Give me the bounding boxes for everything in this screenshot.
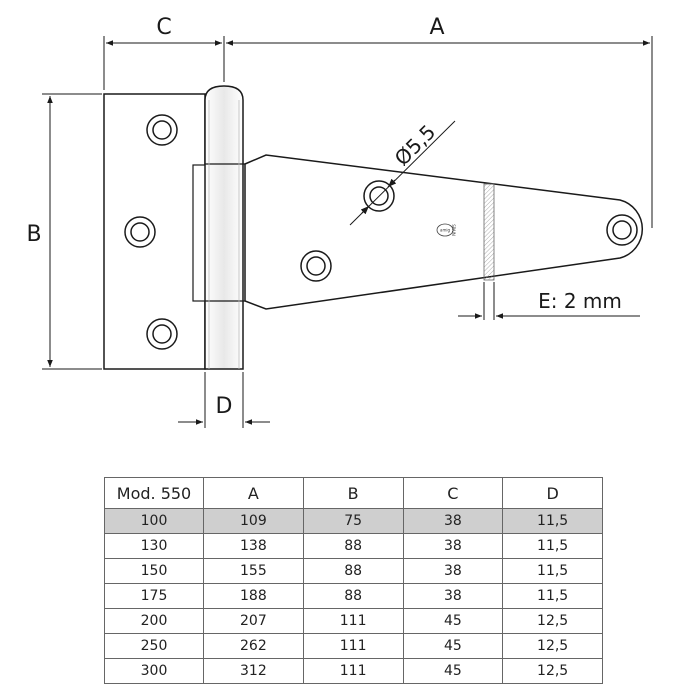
cell-d: 11,5 (502, 533, 603, 559)
cell-b: 111 (302, 633, 404, 659)
header-b: B (302, 477, 404, 509)
dimension-a: A (226, 15, 653, 228)
header-model: Mod. 550 (104, 477, 204, 509)
dimension-c: C (103, 15, 225, 90)
cell-b: 111 (302, 658, 404, 684)
cell-d: 12,5 (502, 608, 603, 634)
table-row: 300 312 111 45 12,5 (104, 658, 603, 684)
svg-text:C: C (156, 15, 171, 40)
plate-knuckle (192, 164, 207, 302)
svg-text:SPAIN: SPAIN (451, 224, 456, 236)
table-row: 200 207 111 45 12,5 (104, 608, 603, 634)
dimension-d: D (178, 372, 270, 428)
cell-a: 109 (203, 508, 304, 534)
cell-c: 45 (402, 608, 504, 634)
svg-text:amig: amig (440, 228, 450, 233)
cell-model: 130 (104, 533, 204, 559)
table-row: 130 138 88 38 11,5 (104, 533, 603, 559)
cell-a: 188 (203, 583, 304, 609)
cell-b: 88 (302, 558, 404, 584)
cell-a: 138 (203, 533, 304, 559)
table-row: 250 262 111 45 12,5 (104, 633, 603, 659)
cell-model: 150 (104, 558, 204, 584)
table-row: 175 188 88 38 11,5 (104, 583, 603, 609)
cell-model: 175 (104, 583, 204, 609)
brand-logo: amig SPAIN (436, 223, 456, 237)
cell-model: 300 (104, 658, 204, 684)
plate-hole-top (146, 114, 178, 146)
cell-a: 207 (203, 608, 304, 634)
cell-model: 200 (104, 608, 204, 634)
cell-c: 38 (402, 558, 504, 584)
cell-c: 38 (402, 583, 504, 609)
hinge-drawing: amig SPAIN Ø5,5 C A B D (26, 15, 653, 428)
cell-a: 155 (203, 558, 304, 584)
strap-hole-end (606, 214, 638, 246)
cell-c: 45 (402, 658, 504, 684)
dimension-e: E: 2 mm (458, 282, 640, 320)
svg-text:A: A (429, 15, 444, 40)
header-c: C (402, 477, 504, 509)
cell-d: 11,5 (502, 583, 603, 609)
cell-b: 88 (302, 583, 404, 609)
header-d: D (502, 477, 603, 509)
cell-model: 250 (104, 633, 204, 659)
cell-a: 262 (203, 633, 304, 659)
plate-hole-middle (124, 216, 156, 248)
dimension-b: B (26, 93, 102, 370)
table-row: 100 109 75 38 11,5 (104, 508, 603, 534)
cell-d: 11,5 (502, 508, 603, 534)
cell-d: 12,5 (502, 658, 603, 684)
svg-text:Ø5,5: Ø5,5 (390, 120, 441, 171)
dimensions-table: Mod. 550 A B C D 100 109 75 38 11,5 130 … (104, 477, 603, 684)
cell-b: 111 (302, 608, 404, 634)
header-a: A (203, 477, 304, 509)
cell-d: 12,5 (502, 633, 603, 659)
thickness-section (483, 183, 495, 281)
cell-a: 312 (203, 658, 304, 684)
svg-text:E: 2 mm: E: 2 mm (538, 289, 622, 313)
svg-text:B: B (26, 222, 41, 247)
cell-model: 100 (104, 508, 204, 534)
cell-b: 75 (302, 508, 404, 534)
cell-c: 38 (402, 533, 504, 559)
plate-hole-bottom (146, 318, 178, 350)
cell-d: 11,5 (502, 558, 603, 584)
cell-c: 45 (402, 633, 504, 659)
table-row: 150 155 88 38 11,5 (104, 558, 603, 584)
cell-b: 88 (302, 533, 404, 559)
table-header-row: Mod. 550 A B C D (104, 477, 603, 509)
cell-c: 38 (402, 508, 504, 534)
strap-hole-1 (300, 250, 332, 282)
hinge-pin (204, 85, 244, 370)
svg-text:D: D (216, 394, 233, 419)
